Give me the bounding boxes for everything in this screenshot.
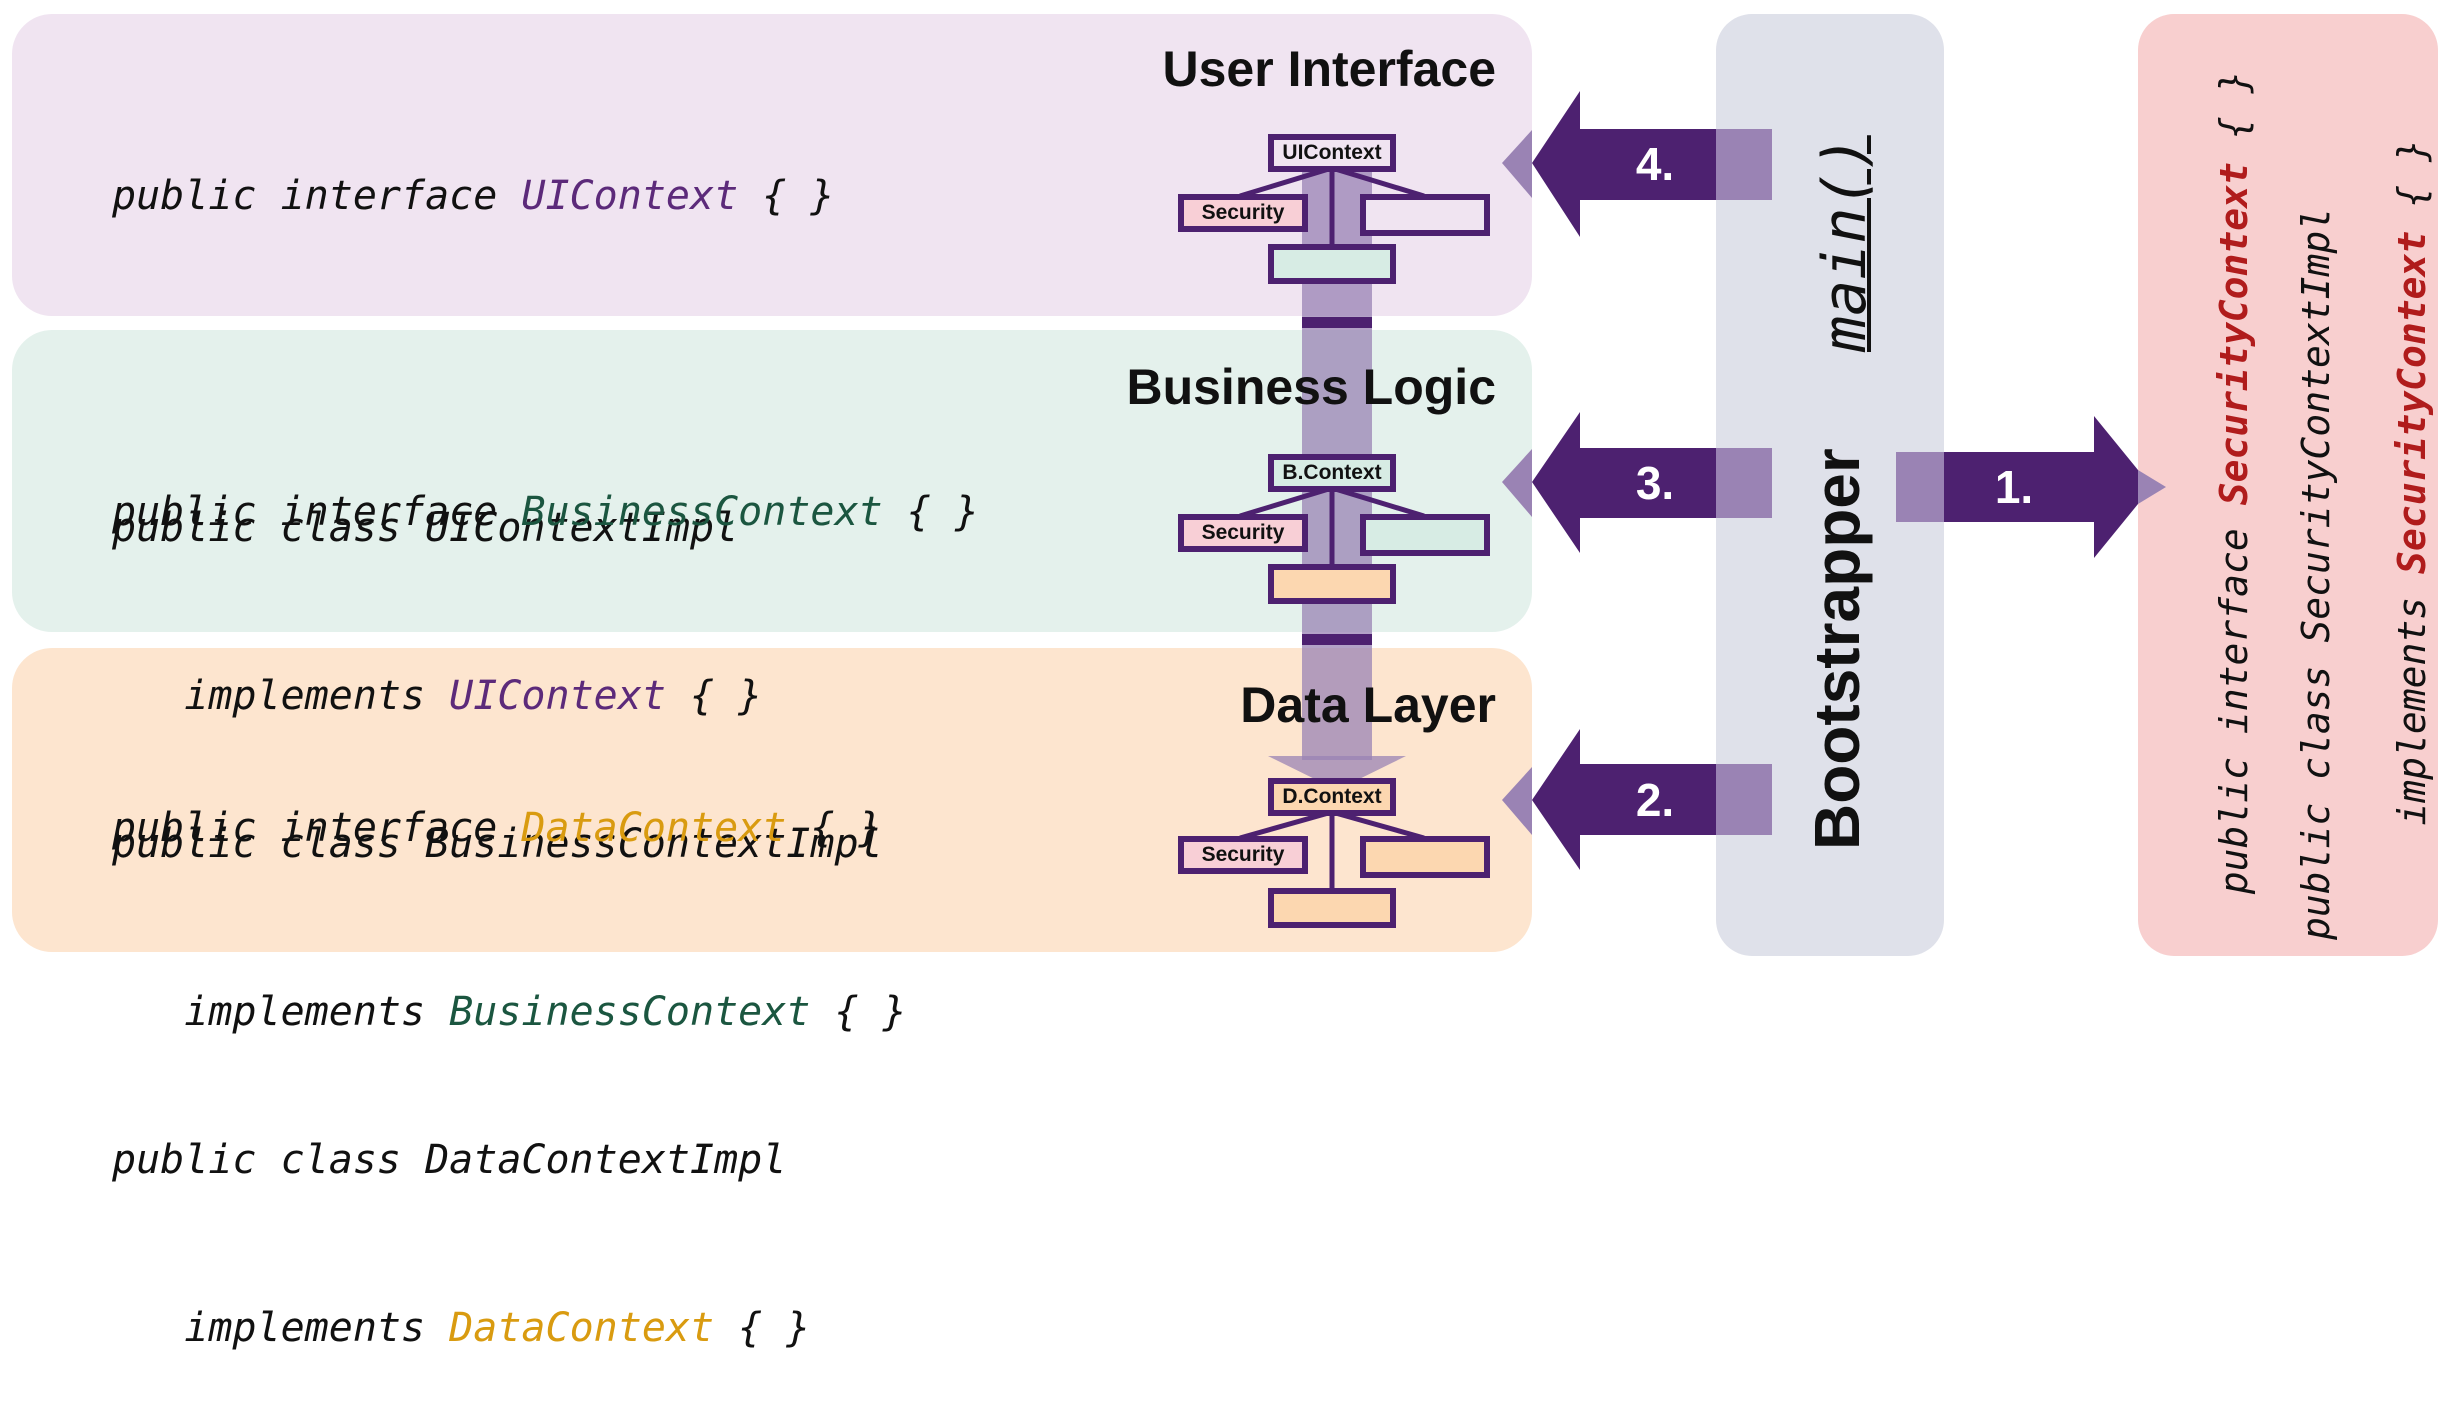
business-code-interface-line: public interface BusinessContext { } — [112, 484, 979, 540]
arrow-1-label: 1. — [1995, 461, 2033, 513]
arrow-1: 1. — [1896, 416, 2166, 558]
bootstrapper-main-method: main() — [1810, 135, 1880, 352]
ui-code-braces: { } — [665, 673, 763, 719]
arrow-3: 3. — [1502, 412, 1772, 553]
ui-implements-identifier: UIContext — [449, 673, 666, 719]
bootstrapper-title: Bootstrapper — [1801, 448, 1873, 850]
security-code-implements: implements — [2390, 573, 2434, 895]
arrow-4-label: 4. — [1636, 138, 1674, 190]
security-code-braces: { } — [2390, 139, 2434, 231]
business-code-braces: { } — [882, 489, 979, 535]
data-code-keyword: public interface — [112, 805, 522, 851]
data-code-braces: { } — [714, 1305, 811, 1351]
business-child-box-bottom — [1268, 564, 1396, 604]
ui-code-class-line: public class UIContextImpl — [112, 505, 739, 551]
business-security-box: Security — [1178, 514, 1308, 552]
ui-code-block: public interface UIContext { } public cl… — [112, 56, 834, 780]
data-code-implements-line: implements DataContext { } — [112, 1300, 883, 1356]
security-code-keyword: public interface — [2212, 505, 2256, 895]
data-code-braces: { } — [786, 805, 883, 851]
arrow-2: 2. — [1502, 729, 1772, 870]
ui-security-box: Security — [1178, 194, 1308, 232]
user-interface-title: User Interface — [1162, 41, 1497, 97]
security-code-interface-line: public interface SecurityContext { } — [2168, 71, 2256, 940]
data-interface-identifier: DataContext — [521, 805, 787, 851]
business-context-box: B.Context — [1268, 454, 1396, 492]
ui-child-box-right — [1360, 194, 1490, 236]
security-interface-identifier: SecurityContext — [2212, 162, 2256, 506]
context-tree-lines — [1239, 165, 1425, 890]
data-code-implements: implements — [112, 1305, 450, 1351]
business-interface-identifier: BusinessContext — [521, 489, 883, 535]
ui-interface-identifier: UIContext — [521, 173, 739, 219]
data-child-box-bottom — [1268, 888, 1396, 928]
security-code-class-line: public class SecurityContextImpl — [2294, 207, 2338, 940]
data-context-box: D.Context — [1268, 778, 1396, 816]
data-security-box: Security — [1178, 836, 1308, 874]
security-code-braces: { } — [2212, 70, 2256, 163]
business-code-keyword: public interface — [112, 489, 522, 535]
business-child-box-right — [1360, 514, 1490, 556]
arrow-3-label: 3. — [1636, 457, 1674, 509]
ui-code-implements: implements — [112, 673, 450, 719]
arrow-4: 4. — [1502, 91, 1772, 237]
data-code-class-line: public class DataContextImpl — [112, 1137, 787, 1183]
data-child-box-right — [1360, 836, 1490, 878]
security-panel — [2138, 14, 2438, 956]
business-logic-title: Business Logic — [1126, 359, 1496, 415]
ui-code-braces: { } — [738, 173, 835, 219]
ui-code-interface-line: public interface UIContext { } — [112, 168, 834, 224]
arrow-2-label: 2. — [1636, 774, 1674, 826]
data-layer-title: Data Layer — [1240, 677, 1496, 733]
data-code-interface-line: public interface DataContext { } — [112, 800, 883, 856]
arrows-layer: 4. 3. 2. 1. — [1502, 91, 2166, 870]
ui-child-box-bottom — [1268, 244, 1396, 284]
security-implements-identifier: SecurityContext — [2390, 230, 2434, 574]
ui-code-implements-line: implements UIContext { } — [112, 668, 834, 724]
ui-context-box: UIContext — [1268, 134, 1396, 172]
security-code-implements-line: implements SecurityContext { } — [2346, 139, 2434, 940]
ui-code-keyword: public interface — [112, 173, 522, 219]
business-code-class-line: public class BusinessContextImpl — [112, 821, 883, 867]
data-implements-identifier: DataContext — [449, 1305, 715, 1351]
